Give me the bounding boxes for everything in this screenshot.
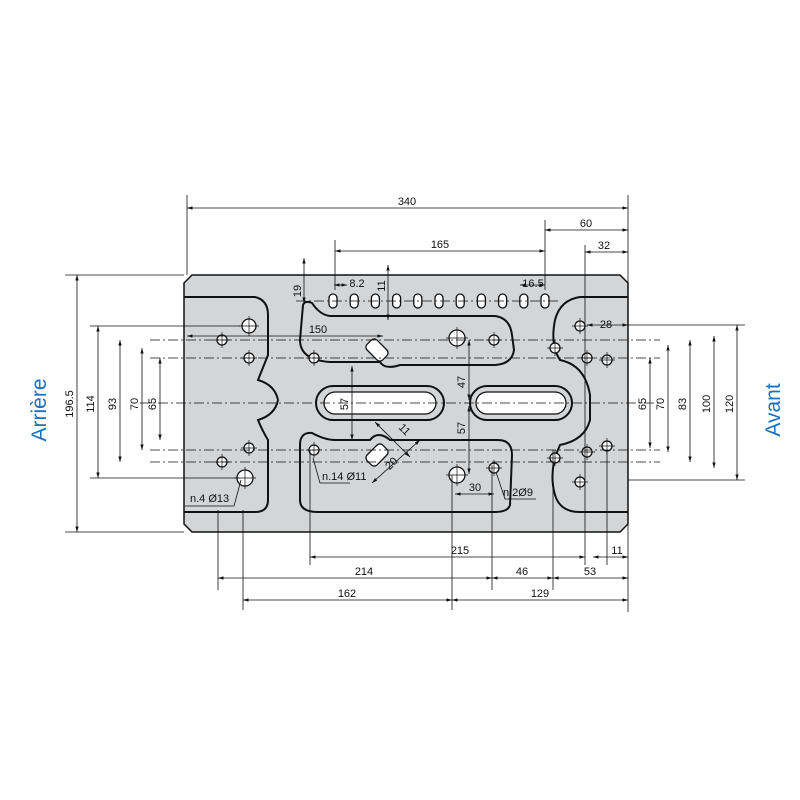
dim-front-100: 100 — [701, 395, 713, 413]
dim-center-57-right: 57 — [456, 422, 468, 434]
dim-bottom-162: 162 — [338, 588, 356, 600]
dim-rear-70: 70 — [129, 398, 141, 410]
dim-bottom-129: 129 — [531, 588, 549, 600]
dim-overall-height: 196.5 — [64, 390, 76, 418]
dim-edge-19: 19 — [292, 285, 304, 297]
note-holes-9: n.2Ø9 — [503, 487, 533, 499]
label-front: Avant — [762, 383, 785, 436]
dim-center-57-left: 57 — [339, 398, 351, 410]
dim-front-28: 28 — [600, 319, 612, 331]
dim-front-60: 60 — [580, 218, 592, 230]
dim-rear-93: 93 — [107, 398, 119, 410]
dim-front-120: 120 — [724, 395, 736, 413]
dim-bottom-53: 53 — [584, 566, 596, 578]
dim-bottom-11: 11 — [611, 545, 622, 557]
dim-slot-span: 165 — [431, 239, 449, 251]
dim-center-47: 47 — [456, 376, 468, 388]
lower-pocket — [299, 431, 514, 513]
note-holes-11: n.14 Ø11 — [322, 471, 366, 483]
dim-bottom-214: 214 — [355, 566, 373, 578]
dim-front-83: 83 — [677, 398, 689, 410]
upper-pocket — [298, 300, 516, 368]
dim-front-32: 32 — [598, 240, 610, 252]
dim-slot-11: 11 — [376, 280, 388, 291]
front-pocket — [551, 296, 628, 513]
holes — [214, 316, 615, 490]
dim-rear-114: 114 — [85, 395, 97, 413]
dim-slot-pitch: 8.2 — [349, 278, 364, 290]
top-slot-row — [328, 293, 550, 309]
dim-front-70: 70 — [655, 398, 667, 410]
dim-slot-pitch-end: 16.5 — [522, 278, 543, 290]
note-holes-13: n.4 Ø13 — [190, 493, 229, 505]
label-rear: Arrière — [28, 378, 51, 441]
dim-offset-150: 150 — [309, 324, 327, 336]
dim-front-65: 65 — [637, 398, 649, 410]
dim-hole-pitch-30: 30 — [469, 482, 481, 494]
dim-bottom-215: 215 — [451, 545, 469, 557]
rear-pocket — [184, 296, 280, 513]
dim-bottom-46: 46 — [516, 566, 528, 578]
dim-overall-width: 340 — [398, 196, 416, 208]
dim-rear-65: 65 — [147, 398, 159, 410]
